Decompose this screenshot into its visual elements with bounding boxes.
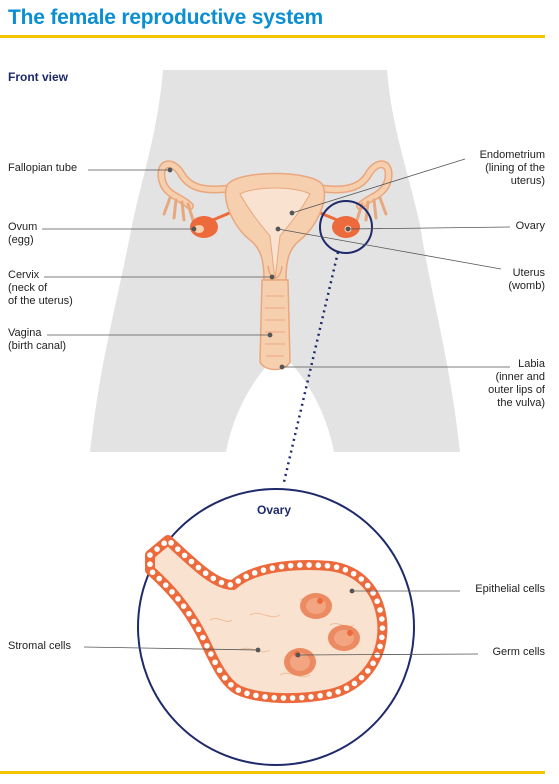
epithelial-cell — [146, 560, 154, 568]
epithelial-cell — [194, 563, 203, 572]
epithelial-cell — [307, 693, 315, 701]
epithelial-cell — [373, 597, 381, 605]
epithelial-cell — [162, 581, 170, 589]
view-label: Front view — [8, 70, 69, 84]
epithelial-cell — [270, 694, 278, 702]
ovary-highlight-circle — [319, 200, 373, 254]
label-vagina: Vagina(birth canal) — [8, 327, 67, 352]
inset-title: Ovary — [257, 503, 292, 517]
epithelial-cell — [227, 681, 235, 689]
epithelial-cell — [323, 562, 332, 570]
epithelial-cell — [268, 564, 277, 572]
epithelial-cell — [199, 633, 207, 642]
epithelial-cell — [325, 690, 333, 698]
epithelial-cell — [357, 575, 365, 583]
epithelial-cell — [376, 642, 384, 650]
epithelial-cell — [211, 658, 219, 666]
epithelial-cell — [376, 606, 384, 614]
label-germ-cells: Germ cells — [492, 646, 545, 658]
footer-rule — [0, 771, 545, 774]
epithelial-cell — [243, 689, 251, 697]
epithelial-cell — [289, 694, 297, 702]
epithelial-cell — [261, 693, 269, 701]
epithelial-cell — [216, 666, 224, 674]
epithelial-cell — [314, 561, 322, 569]
epithelial-cell — [234, 686, 242, 694]
epithelial-cell — [378, 633, 386, 641]
epithelial-cell — [174, 545, 182, 553]
epithelial-cell — [187, 557, 196, 566]
epithelial-cell — [194, 625, 203, 633]
epithelial-cell — [373, 651, 381, 659]
epithelial-cell — [242, 572, 250, 581]
epithelial-cell — [203, 642, 211, 650]
epithelial-cell — [332, 563, 341, 571]
epithelial-cell — [153, 545, 161, 553]
epithelial-cell — [364, 581, 372, 590]
fimbriae-right — [355, 196, 388, 222]
epithelial-cell — [217, 578, 226, 587]
epithelial-cell-layer — [146, 539, 387, 702]
epithelial-cell — [185, 610, 193, 618]
epithelial-cell — [146, 551, 154, 559]
epithelial-cell — [259, 566, 268, 574]
epithelial-cell — [369, 659, 377, 667]
label-ovum: Ovum(egg) — [8, 221, 38, 246]
ovum — [194, 225, 204, 233]
epithelial-cell — [287, 562, 295, 570]
epithelial-cell — [296, 561, 304, 569]
title-rule — [0, 35, 545, 38]
epithelial-cell — [168, 588, 176, 596]
epithelial-cell — [180, 602, 188, 610]
label-uterus: Uterus(womb) — [508, 267, 545, 292]
epithelial-cell — [221, 674, 229, 682]
epithelial-cell — [305, 561, 313, 569]
epithelial-cell — [160, 539, 168, 547]
epithelial-cell — [190, 617, 198, 626]
epithelial-cell — [357, 674, 366, 682]
page-title: The female reproductive system — [8, 6, 323, 29]
epithelial-cell — [334, 688, 342, 696]
label-ovary: Ovary — [515, 220, 545, 232]
epithelial-cell — [277, 563, 286, 571]
epithelial-cell — [252, 691, 260, 700]
epithelial-cell — [378, 615, 386, 623]
epithelial-cell — [180, 551, 189, 559]
epithelial-cell — [234, 577, 242, 585]
epithelial-cell — [148, 568, 157, 576]
epithelial-cell — [251, 569, 259, 577]
vagina — [259, 279, 291, 371]
epithelial-cell — [174, 595, 182, 603]
cervix — [267, 265, 283, 279]
epithelial-cell — [209, 574, 217, 582]
epithelial-cell — [378, 624, 387, 632]
epithelial-cell — [350, 570, 358, 578]
epithelial-cell — [298, 694, 306, 702]
epithelial-cell — [167, 539, 175, 547]
epithelial-cell — [350, 679, 359, 688]
epithelial-cell — [279, 694, 288, 702]
epithelial-cell — [341, 566, 349, 574]
label-stromal-cells: Stromal cells — [8, 640, 71, 652]
epithelial-cell — [364, 667, 372, 675]
epithelial-cell — [316, 692, 324, 700]
epithelial-cell — [207, 650, 215, 658]
fimbriae-left — [162, 196, 195, 222]
epithelial-cell — [202, 569, 210, 577]
label-epithelial-cells: Epithelial cells — [475, 583, 545, 595]
label-fallopian-tube: Fallopian tube — [8, 162, 78, 174]
epithelial-cell — [155, 575, 163, 583]
epithelial-cell — [226, 581, 234, 589]
epithelial-cell — [342, 684, 351, 692]
